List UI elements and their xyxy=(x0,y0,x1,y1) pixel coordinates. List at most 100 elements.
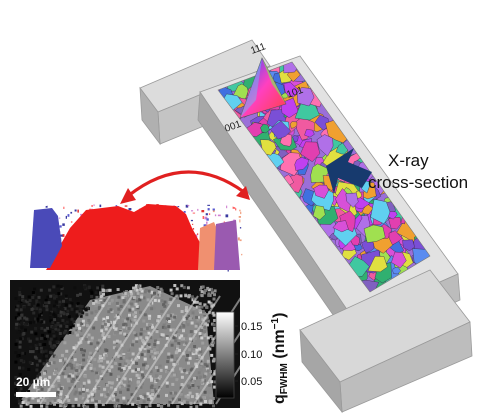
map-pixel xyxy=(160,294,164,297)
speckle xyxy=(32,205,35,208)
map-pixel xyxy=(30,330,34,334)
map-pixel xyxy=(14,316,18,320)
map-pixel xyxy=(164,365,168,369)
map-pixel xyxy=(31,296,35,299)
map-pixel xyxy=(132,376,135,380)
map-pixel xyxy=(61,372,65,376)
grain xyxy=(370,198,391,225)
map-pixel xyxy=(166,314,170,318)
map-pixel xyxy=(35,301,39,305)
map-pixel xyxy=(188,316,192,320)
ebsd-grain-map xyxy=(217,61,431,293)
map-pixel xyxy=(18,366,21,370)
map-pixel xyxy=(25,301,29,304)
map-pixel xyxy=(14,388,18,391)
map-pixel xyxy=(170,338,174,342)
speckle xyxy=(128,208,132,211)
map-pixel xyxy=(149,336,153,340)
map-pixel xyxy=(59,396,63,400)
map-pixel xyxy=(169,314,173,318)
map-pixel xyxy=(185,371,189,375)
map-pixel xyxy=(151,325,155,329)
map-pixel xyxy=(94,400,98,404)
map-pixel xyxy=(83,307,87,311)
map-pixel xyxy=(111,394,115,398)
map-pixel xyxy=(159,368,163,372)
map-pixel xyxy=(171,382,175,386)
map-pixel xyxy=(147,398,150,401)
speckle xyxy=(237,237,240,241)
map-pixel xyxy=(21,319,24,323)
map-pixel xyxy=(17,312,21,316)
map-pixel xyxy=(212,323,216,327)
map-pixel xyxy=(149,370,153,374)
map-pixel xyxy=(172,362,176,366)
map-pixel xyxy=(51,321,55,325)
map-pixel xyxy=(135,340,139,343)
map-pixel xyxy=(131,343,135,347)
map-pixel xyxy=(176,296,180,300)
map-pixel xyxy=(156,351,160,355)
map-pixel xyxy=(198,375,202,379)
map-pixel xyxy=(123,332,127,336)
map-pixel xyxy=(124,292,128,295)
map-pixel xyxy=(53,296,56,300)
map-pixel xyxy=(99,291,102,295)
map-pixel xyxy=(63,367,67,370)
map-pixel xyxy=(189,401,193,405)
map-pixel xyxy=(174,351,178,355)
map-pixel xyxy=(192,339,196,343)
map-pixel xyxy=(78,391,82,395)
map-pixel xyxy=(134,302,138,306)
map-pixel xyxy=(192,350,196,354)
map-pixel xyxy=(44,370,47,374)
map-pixel xyxy=(118,378,122,381)
map-pixel xyxy=(40,375,44,379)
speckle xyxy=(203,224,207,227)
map-pixel xyxy=(42,362,46,366)
map-pixel xyxy=(141,338,144,342)
map-pixel xyxy=(98,346,102,350)
map-pixel xyxy=(70,307,74,311)
map-pixel xyxy=(174,330,178,334)
map-pixel xyxy=(59,387,63,391)
map-pixel xyxy=(16,304,20,308)
map-pixel xyxy=(41,380,45,384)
map-pixel xyxy=(115,298,119,302)
speckle xyxy=(91,205,93,207)
map-pixel xyxy=(102,317,106,321)
map-pixel xyxy=(123,377,127,381)
map-pixel xyxy=(44,298,48,302)
map-pixel xyxy=(132,313,136,317)
map-pixel xyxy=(54,295,58,298)
map-pixel xyxy=(207,300,211,304)
map-pixel xyxy=(104,322,107,326)
map-pixel xyxy=(58,383,62,387)
map-pixel xyxy=(87,386,91,390)
map-pixel xyxy=(52,285,56,289)
map-stripe xyxy=(61,295,133,405)
map-pixel xyxy=(80,305,84,308)
map-pixel xyxy=(168,301,172,304)
map-pixel xyxy=(153,369,157,373)
map-pixel xyxy=(187,314,191,318)
map-pixel xyxy=(103,320,107,323)
map-pixel xyxy=(136,384,140,388)
map-pixel xyxy=(199,386,203,390)
map-pixel xyxy=(100,361,103,365)
grain xyxy=(402,239,415,252)
map-pixel xyxy=(203,362,207,366)
map-pixel xyxy=(51,400,55,404)
map-pixel xyxy=(99,359,103,363)
grain xyxy=(367,256,388,273)
speckle xyxy=(93,204,95,207)
speckle xyxy=(192,212,196,214)
map-pixel xyxy=(125,359,129,363)
map-pixel xyxy=(157,299,161,303)
map-pixel xyxy=(120,349,124,353)
map-pixel xyxy=(211,397,215,400)
map-pixel xyxy=(155,378,159,382)
map-pixel xyxy=(59,392,63,396)
map-pixel xyxy=(75,297,79,301)
map-pixel xyxy=(195,376,198,380)
